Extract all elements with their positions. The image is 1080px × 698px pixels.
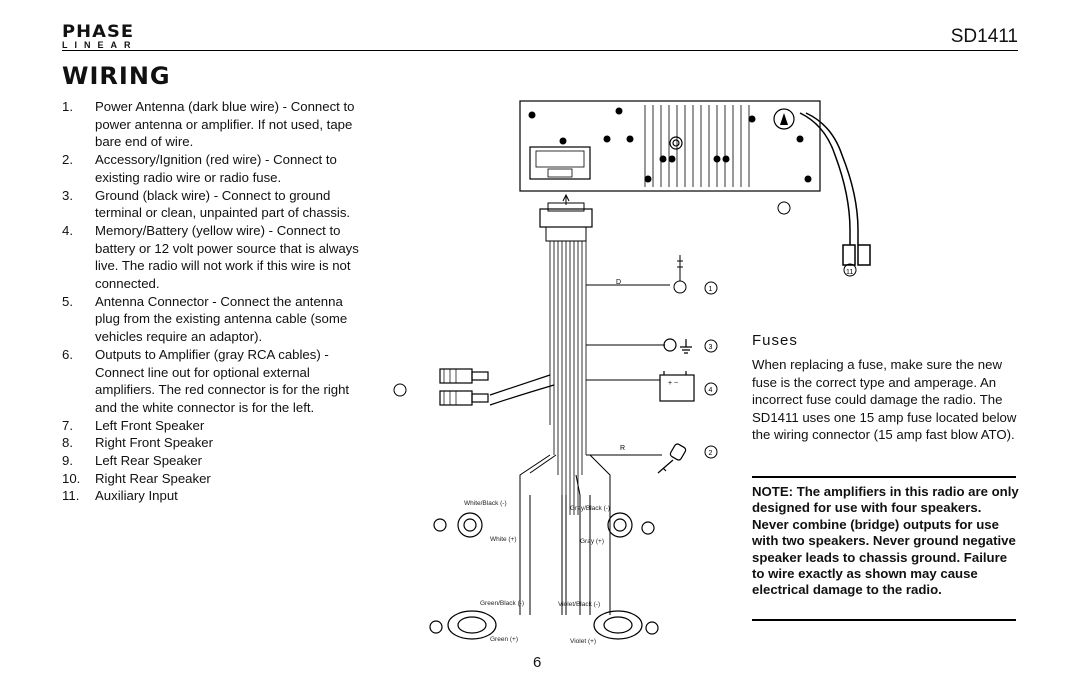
label-violet-black: Violet/Black (-) xyxy=(558,601,600,608)
radio-chassis xyxy=(519,100,821,192)
label-violet: Violet (+) xyxy=(570,638,596,645)
list-item: 9. Left Rear Speaker xyxy=(62,452,364,470)
section-title: WIRING xyxy=(62,62,171,90)
callout-4 xyxy=(704,382,718,396)
step-number: 8. xyxy=(62,435,73,451)
aux-input-cable xyxy=(799,112,871,266)
step-text: Outputs to Amplifier (gray RCA cables) -… xyxy=(95,346,350,415)
callout-1-label: 1 xyxy=(709,286,713,293)
step-number: 9. xyxy=(62,453,73,469)
list-item: 11. Auxiliary Input xyxy=(62,487,364,505)
callout-11-label: 11 xyxy=(846,269,853,276)
wire-harness xyxy=(489,193,670,615)
step-number: 4. xyxy=(62,222,73,238)
step-number: 3. xyxy=(62,187,73,203)
callout-1 xyxy=(704,281,718,295)
step-text: Memory/Battery (yellow wire) - Connect t… xyxy=(95,222,359,292)
wiring-steps-list: 1. Power Antenna (dark blue wire) - Conne… xyxy=(62,98,364,505)
step-text: Accessory/Ignition (red wire) - Connect … xyxy=(95,152,337,185)
ground-icon xyxy=(663,338,692,354)
power-antenna-icon xyxy=(673,255,687,294)
step-number: 5. xyxy=(62,293,73,309)
ignition-key-icon xyxy=(657,443,687,474)
step-text: Power Antenna (dark blue wire) - Connect… xyxy=(95,99,355,150)
list-item: 4. Memory/Battery (yellow wire) - Connect… xyxy=(62,222,364,293)
model-number: SD1411 xyxy=(950,26,1018,47)
label-green-black: Green/Black (-) xyxy=(480,600,524,607)
step-text: Left Front Speaker xyxy=(95,417,205,433)
step-number: 2. xyxy=(62,152,73,168)
list-item: 8. Right Front Speaker xyxy=(62,434,364,452)
fuses-paragraph: When replacing a fuse, make sure the new… xyxy=(752,357,1017,443)
wiring-diagram: 11 D R 1 3 + − 4 2 xyxy=(393,100,871,645)
wire-letter-d: D xyxy=(616,279,621,286)
label-green: Green (+) xyxy=(490,636,518,643)
step-text: Ground (black wire) - Connect to ground … xyxy=(95,187,351,221)
step-number: 6. xyxy=(62,346,73,362)
callout-2 xyxy=(704,445,718,459)
note-top-divider xyxy=(752,476,1016,478)
callout-11 xyxy=(843,263,857,277)
callout-3 xyxy=(704,339,718,353)
note-bottom-divider xyxy=(752,619,1016,621)
list-item: 2. Accessory/Ignition (red wire) - Connec… xyxy=(62,151,364,186)
step-text: Auxiliary Input xyxy=(95,488,178,504)
step-number: 11. xyxy=(62,488,80,504)
label-gray-black: Gray/Black (-) xyxy=(570,505,610,512)
page-number: 6 xyxy=(533,654,542,671)
wire-letter-r: R xyxy=(620,445,625,452)
step-number: 7. xyxy=(62,417,73,433)
battery-icon xyxy=(659,371,695,402)
step-text: Right Front Speaker xyxy=(95,435,214,451)
rca-output-plugs xyxy=(439,368,489,406)
logo-bottom-text: LINEAR xyxy=(62,40,138,50)
callout-3-label: 3 xyxy=(709,344,713,351)
list-item: 10. Right Rear Speaker xyxy=(62,470,364,488)
callout-2-label: 2 xyxy=(709,450,713,457)
front-speakers xyxy=(433,512,655,538)
step-text: Left Rear Speaker xyxy=(95,453,203,469)
list-item: 7. Left Front Speaker xyxy=(62,417,364,435)
brand-logo: PHASE LINEAR xyxy=(62,24,142,51)
list-item: 1. Power Antenna (dark blue wire) - Conne… xyxy=(62,98,364,151)
logo-top-text: PHASE xyxy=(62,22,135,42)
fuses-heading: Fuses xyxy=(752,332,798,349)
list-item: 5. Antenna Connector - Connect the antenn… xyxy=(62,293,364,346)
rca-output-callout xyxy=(393,383,407,397)
step-number: 1. xyxy=(62,99,73,114)
header-divider xyxy=(62,50,1018,51)
amplifier-note: NOTE: The amplifiers in this radio are o… xyxy=(752,484,1019,598)
label-white: White (+) xyxy=(490,536,517,543)
callout-4-label: 4 xyxy=(709,387,713,394)
label-gray: Gray (+) xyxy=(580,538,604,545)
chassis-screws xyxy=(528,107,812,183)
step-text: Right Rear Speaker xyxy=(95,470,211,486)
battery-terminals: + − xyxy=(668,380,678,387)
antenna-connector-callout xyxy=(777,201,791,215)
step-text: Antenna Connector - Connect the antenna … xyxy=(95,293,348,345)
rear-speakers xyxy=(429,610,659,640)
label-white-black: White/Black (-) xyxy=(464,500,507,507)
step-number: 10. xyxy=(62,470,81,486)
list-item: 3. Ground (black wire) - Connect to groun… xyxy=(62,187,364,222)
list-item: 6. Outputs to Amplifier (gray RCA cables)… xyxy=(62,346,364,417)
